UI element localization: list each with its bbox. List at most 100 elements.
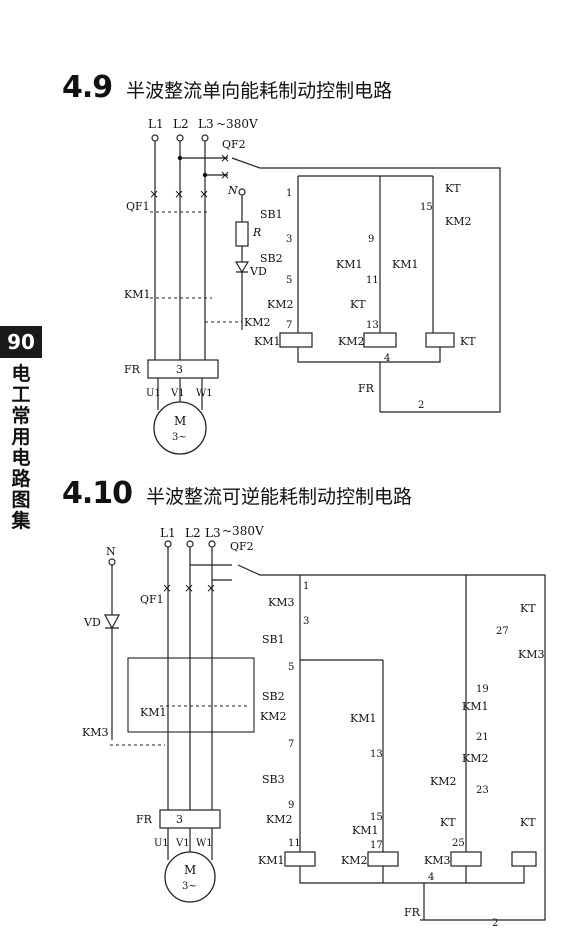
motor-sub-label: 3~ — [172, 432, 187, 443]
kt-timed-label: KT — [440, 816, 456, 829]
km1-label: KM1 — [124, 288, 150, 301]
w-label: W1 — [196, 388, 213, 399]
phase-label-l3: L3 — [205, 526, 221, 540]
phase-label-l1: L1 — [148, 117, 164, 131]
sb1-label: SB1 — [262, 633, 285, 646]
node-label: 1 — [286, 188, 292, 199]
kt-timed-label: KT — [350, 298, 366, 311]
voltage-label: ~380V — [216, 117, 258, 131]
coil-return — [297, 347, 441, 412]
node-label: 11 — [366, 275, 379, 286]
u-label: U1 — [146, 388, 161, 399]
qf1-label: QF1 — [126, 200, 150, 213]
node-label: 15 — [370, 812, 383, 823]
km3-contact-label: KM3 — [268, 596, 294, 609]
node-label: 27 — [496, 626, 509, 637]
vd-branch — [103, 565, 121, 740]
qf1-x-mark: × — [149, 187, 159, 201]
fr-contact-label: FR — [404, 906, 421, 919]
phase-label-l2: L2 — [173, 117, 189, 131]
vd-label: VD — [249, 265, 267, 278]
control-rails — [299, 575, 467, 852]
kt-coil-label: KT — [520, 816, 536, 829]
fr-label: FR — [124, 363, 141, 376]
km1-coil-label: KM1 — [258, 854, 284, 867]
km2-coil-label: KM2 — [338, 335, 364, 348]
qf2-label: QF2 — [222, 138, 246, 151]
motor-label: M — [174, 414, 186, 428]
node-label: 7 — [286, 320, 292, 331]
phase-label-l1: L1 — [160, 526, 176, 540]
sb3-label: SB3 — [262, 773, 285, 786]
chapter-side-title: 电工常用电路图集 — [11, 363, 31, 532]
node-label: 15 — [420, 202, 433, 213]
sb1-label: SB1 — [260, 208, 283, 221]
kt-contact-label: KT — [445, 182, 461, 195]
km1-coil-label: KM1 — [254, 335, 280, 348]
node-label: 23 — [476, 785, 489, 796]
r-label: R — [252, 226, 261, 239]
node-label: 2 — [418, 400, 424, 411]
sb2-label: SB2 — [260, 252, 283, 265]
reversing-contactor-frame — [127, 657, 255, 733]
km2-coil — [367, 851, 399, 867]
km1-label: KM1 — [140, 706, 166, 719]
qf2-wiring — [190, 564, 546, 921]
section-number: 4.10 — [62, 476, 133, 511]
km2-label: KM2 — [260, 710, 286, 723]
km2-coil-label: KM2 — [341, 854, 367, 867]
fr-box — [147, 359, 219, 379]
coil-return — [299, 866, 525, 920]
n-label: N — [106, 545, 116, 558]
node-label: 9 — [288, 800, 294, 811]
phase-lines — [154, 141, 206, 360]
qf1-x-mark: × — [199, 187, 209, 201]
km1-contact-label: KM1 — [392, 258, 418, 271]
control-rails — [297, 175, 434, 335]
motor-symbol — [164, 851, 216, 903]
terminal-l1 — [164, 540, 172, 548]
node-label: 17 — [370, 840, 383, 851]
km1-contact-label: KM1 — [352, 824, 378, 837]
w-label: W1 — [196, 838, 213, 849]
node-label: 13 — [370, 749, 383, 760]
motor-leads — [157, 378, 203, 410]
node-label: 3 — [286, 234, 292, 245]
node-label: 5 — [286, 275, 292, 286]
section-number: 4.9 — [62, 70, 113, 105]
km2-contact-label: KM2 — [462, 752, 488, 765]
node-label: 13 — [366, 320, 379, 331]
n-label: N — [227, 184, 238, 197]
junction-dot — [177, 155, 183, 161]
km3-coil — [450, 851, 482, 867]
qf2-wiring — [180, 157, 501, 413]
v-label: V1 — [175, 838, 190, 849]
kt-coil-label: KT — [460, 335, 476, 348]
km3-contact-label: KM3 — [518, 648, 544, 661]
node-label: 4 — [384, 353, 390, 364]
km1-contact-label: KM1 — [462, 700, 488, 713]
node-label: 7 — [288, 739, 294, 750]
node-label: 5 — [288, 662, 294, 673]
contactor-links — [110, 705, 250, 746]
qf2-x-mark: × — [220, 168, 230, 182]
section-title: 半波整流可逆能耗制动控制电路 — [146, 486, 413, 508]
node-label: 9 — [368, 234, 374, 245]
phase-label-l2: L2 — [185, 526, 201, 540]
fr-number: 3 — [176, 813, 183, 826]
motor-label: M — [184, 863, 196, 877]
qf1-label: QF1 — [140, 593, 164, 606]
km2-contact-label: KM2 — [266, 813, 292, 826]
qf1-x-mark: × — [162, 581, 172, 595]
km1-contact-label: KM1 — [350, 712, 376, 725]
qf2-x-mark: × — [220, 151, 230, 165]
u-label: U1 — [154, 838, 169, 849]
voltage-label: ~380V — [222, 524, 264, 538]
qf1-x-mark: × — [174, 187, 184, 201]
node-label: 4 — [428, 872, 434, 883]
fr-label: FR — [136, 813, 153, 826]
km2-aux-label: KM2 — [267, 298, 293, 311]
terminal-n — [108, 558, 116, 566]
